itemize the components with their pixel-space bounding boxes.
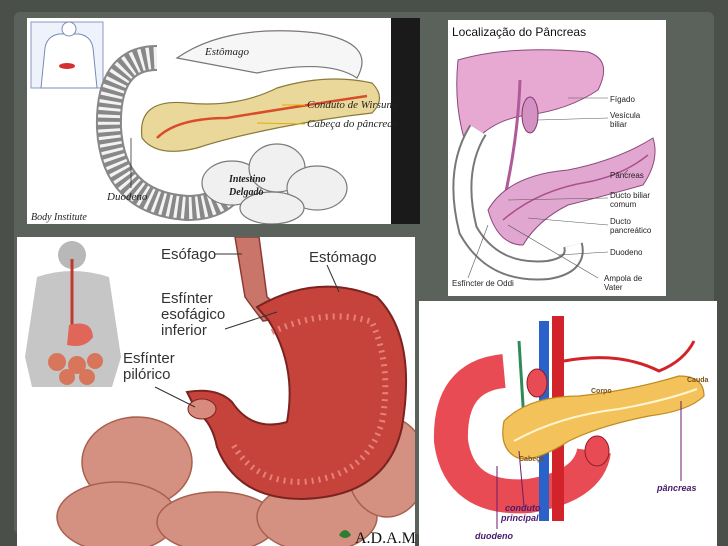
location-illustration: Localização do Pâncreas Fígado Vesícula … <box>448 20 666 296</box>
body-silhouette-icon <box>30 21 104 89</box>
panel-pancreas-vascular: Corpo Cauda Cabeça pâncreas conduto prin… <box>419 301 717 546</box>
panel-wirsung-diagram: Estômago Conduto de Wirsung Cabeça do pâ… <box>27 18 420 224</box>
wirsung-illustration: Estômago Conduto de Wirsung Cabeça do pâ… <box>27 18 420 224</box>
stomach-illustration: Esófago Estómago Esfínter esofágico infe… <box>17 237 415 546</box>
panel-pancreas-location: Localização do Pâncreas Fígado Vesícula … <box>448 20 666 296</box>
panel-stomach-diagram: Esófago Estómago Esfínter esofágico infe… <box>17 237 415 546</box>
vascular-illustration: Corpo Cauda Cabeça pâncreas conduto prin… <box>419 301 717 546</box>
body-figure-icon <box>25 241 121 387</box>
